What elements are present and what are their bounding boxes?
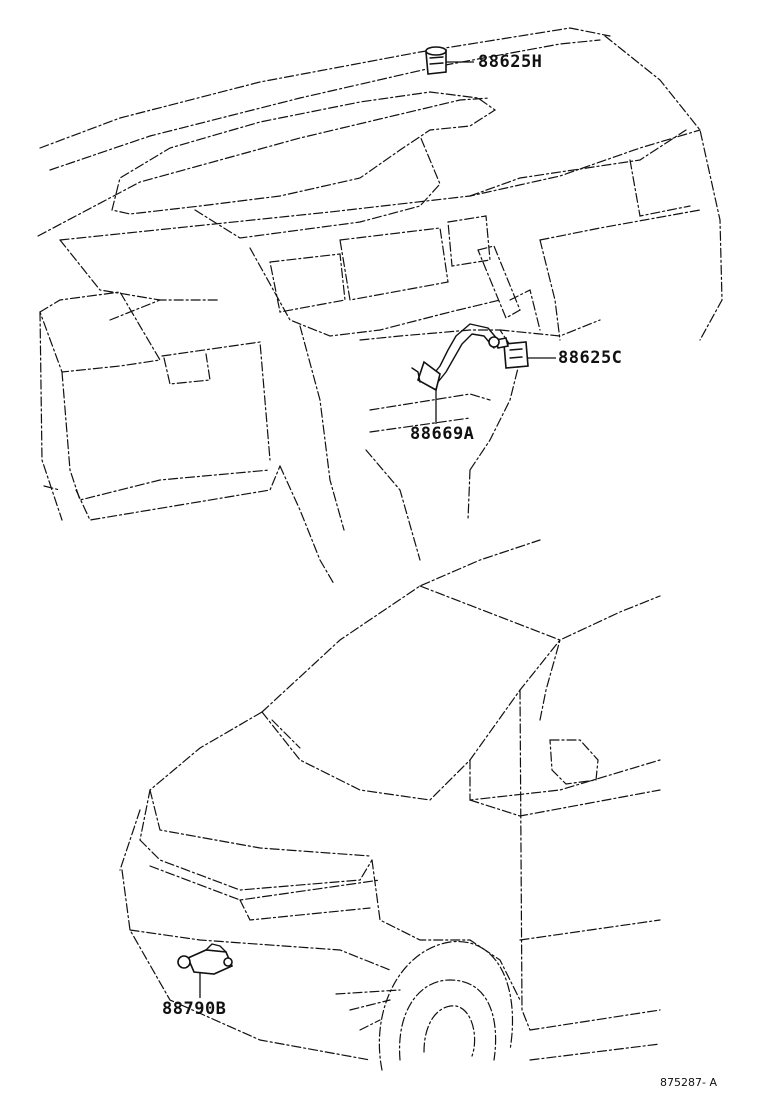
callout-88625h: 88625H (478, 52, 543, 72)
dashboard-outline (37, 27, 723, 585)
document-id: 875287- A (660, 1076, 717, 1089)
part-88669a-harness (411, 323, 500, 392)
callout-88625c: 88625C (558, 348, 623, 368)
part-88790b-sensor (177, 943, 234, 975)
callout-88669a: 88669A (410, 424, 475, 444)
part-88625c-connector (495, 337, 529, 369)
part-88625h-sensor (425, 46, 447, 75)
vehicle-outline (119, 539, 661, 1071)
callout-88790b: 88790B (162, 999, 227, 1019)
